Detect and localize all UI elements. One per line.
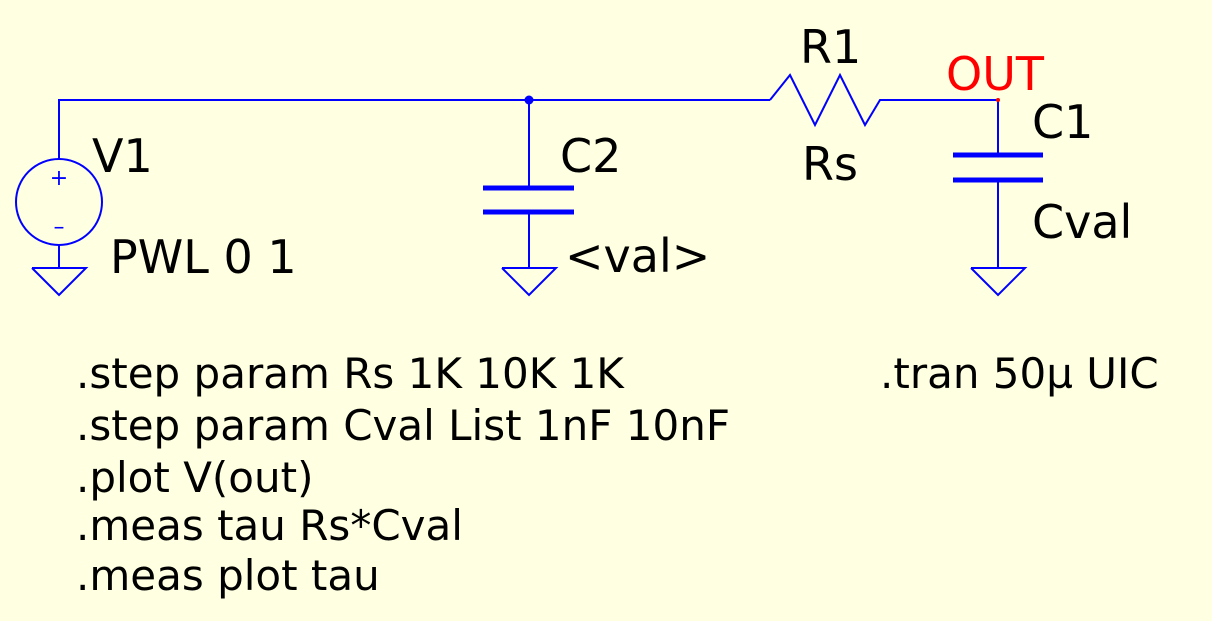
- voltage-source-v1-symbol: [15, 158, 103, 246]
- directive-line: .meas tau Rs*Cval: [76, 501, 463, 550]
- ground-icon: [970, 267, 1028, 297]
- directive-line: .step param Cval List 1nF 10nF: [76, 401, 730, 450]
- r1-value-label: Rs: [802, 137, 858, 191]
- v1-minus-sign: –: [54, 215, 65, 240]
- v1-plus-sign: +: [50, 166, 68, 191]
- directive-line: .step param Rs 1K 10K 1K: [76, 349, 625, 398]
- ground-icon: [31, 267, 89, 297]
- tran-directive[interactable]: .tran 50µ UIC: [880, 349, 1159, 398]
- capacitor-c1[interactable]: [953, 152, 1043, 183]
- c2-ref-label: C2: [560, 129, 621, 183]
- out-net-marker: [996, 98, 1000, 102]
- resistor-r1[interactable]: [769, 72, 890, 128]
- c2-value-label: <val>: [565, 229, 710, 283]
- ground-icon: [501, 267, 559, 297]
- v1-ref-label: V1: [92, 129, 153, 183]
- wires: [58, 99, 999, 268]
- c1-ref-label: C1: [1032, 95, 1093, 149]
- junction-dot: [524, 95, 534, 105]
- ground-symbols: [31, 267, 1028, 297]
- v1-value-label: PWL 0 1: [110, 230, 297, 284]
- out-net-label: OUT: [946, 47, 1045, 101]
- r1-ref-label: R1: [800, 20, 861, 74]
- voltage-source-v1[interactable]: + –: [15, 158, 103, 246]
- c1-value-label: Cval: [1032, 195, 1132, 249]
- directive-line: .plot V(out): [76, 453, 313, 502]
- capacitor-c2[interactable]: [483, 185, 574, 215]
- directive-line: .meas plot tau: [76, 551, 380, 600]
- wire-v1-to-c2[interactable]: [58, 99, 529, 160]
- spice-directives[interactable]: .step param Rs 1K 10K 1K .step param Cva…: [76, 349, 730, 600]
